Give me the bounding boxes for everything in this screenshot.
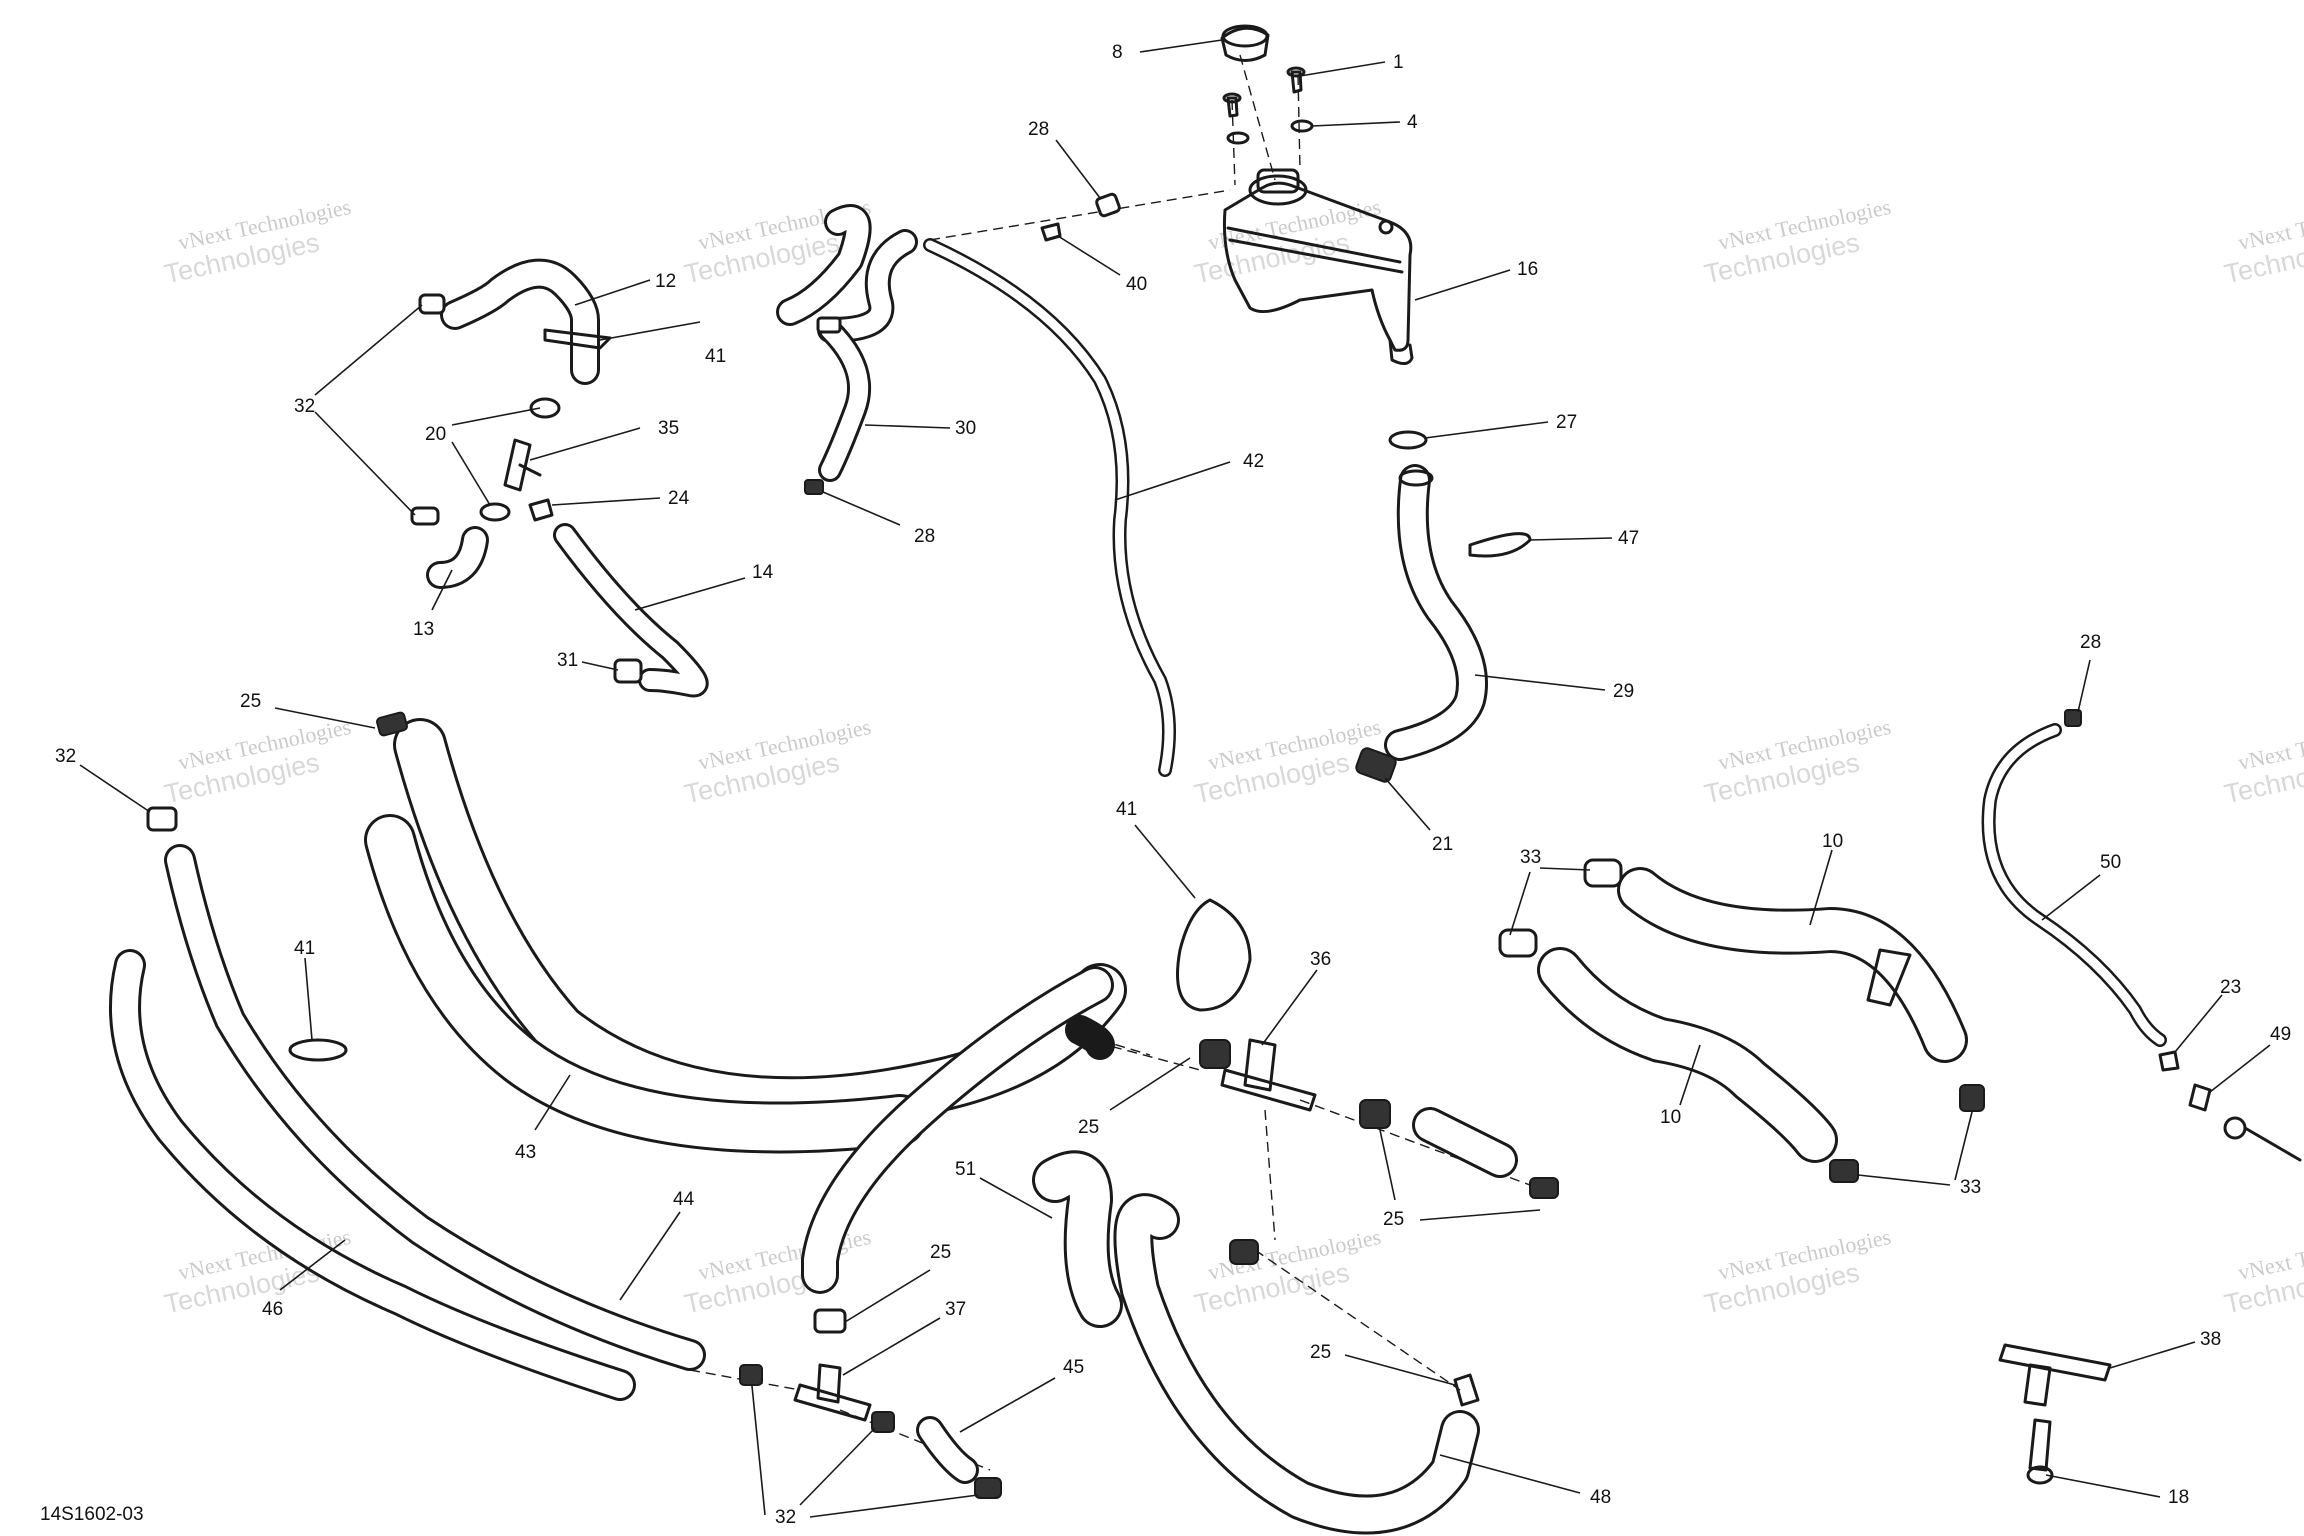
watermarks: vNext Technologies Technologies vNext Te… [162,194,2304,1319]
callout-44: 44 [673,1189,695,1210]
callout-28: 28 [2080,632,2101,653]
screw [1222,92,1242,118]
callout-32: 32 [775,1507,796,1528]
hose-42 [923,238,1176,777]
fitting-18 [2026,1418,2054,1485]
hose-45 [739,1364,1002,1499]
hose-13 [410,506,489,589]
hose-51 [1032,1150,1123,1328]
callout-20: 20 [425,424,446,445]
callout-31: 31 [557,650,578,671]
clamp-21 [1355,747,1397,783]
callout-41: 41 [1116,799,1137,820]
hose-25-short [1412,1107,1559,1199]
callout-28: 28 [914,526,935,547]
callout-1: 1 [1393,52,1404,73]
hose-46 [109,949,636,1401]
callout-14: 14 [752,562,774,583]
callout-12: 12 [655,271,676,292]
clamp-25-center [1199,1039,1391,1265]
callout-4: 4 [1407,112,1418,133]
callout-21: 21 [1432,834,1453,855]
callout-45: 45 [1063,1357,1084,1378]
figure-code: 14S1602-03 [40,1504,144,1525]
callout-43: 43 [515,1142,536,1163]
hose-10-lower [1498,928,1985,1183]
hose-lower-center [801,966,1115,1334]
callout-50: 50 [2100,852,2121,873]
callout-23: 23 [2220,977,2241,998]
callout-25: 25 [1078,1117,1099,1138]
clamp-20 [529,397,561,419]
callout-41: 41 [705,346,726,367]
callout-46: 46 [262,1299,283,1320]
hose-30 [804,316,872,495]
callout-25: 25 [1383,1209,1404,1230]
callout-33: 33 [1520,847,1541,868]
fitting-49 [2188,1083,2302,1162]
callout-28: 28 [1028,119,1049,140]
hose-48 [1113,1193,1480,1535]
callout-40: 40 [1126,274,1147,295]
hose-43 [364,718,1127,1154]
callout-35: 35 [658,418,679,439]
callout-25: 25 [1310,1342,1331,1363]
screw-1 [1286,66,1306,94]
callout-36: 36 [1310,949,1331,970]
callout-24: 24 [668,488,690,509]
hose-29 [1384,464,1488,761]
callout-10: 10 [1660,1107,1681,1128]
clamp-27 [1388,430,1428,450]
tee-fitting-36 [1220,1038,1317,1112]
callout-30: 30 [955,418,976,439]
coolant-reservoir-16 [1222,168,1414,365]
hose-50 [1981,709,2167,1047]
callout-32: 32 [55,746,76,767]
fitting-23 [2158,1050,2180,1072]
radiator-cap-8 [1220,24,1270,62]
callout-48: 48 [1590,1487,1611,1508]
callout-47: 47 [1618,528,1639,549]
callout-18: 18 [2168,1487,2189,1508]
callout-32: 32 [294,396,315,417]
callout-27: 27 [1556,412,1577,433]
callout-33: 33 [1960,1177,1981,1198]
hose-12 [418,258,600,385]
callout-25: 25 [930,1242,951,1263]
clip-40 [1040,222,1062,242]
clamp-24 [479,498,554,522]
callout-49: 49 [2270,1024,2291,1045]
hose-34 [776,204,918,343]
hose-14 [553,523,709,698]
clamp-28-top [1095,192,1121,218]
callout-38: 38 [2200,1329,2221,1350]
tee-fitting-37 [793,1363,872,1422]
callout-37: 37 [945,1299,966,1320]
callout-25: 25 [240,691,261,712]
fitting-35 [503,438,542,492]
hose-44 [146,806,706,1371]
callout-16: 16 [1517,259,1538,280]
strap-47 [1468,532,1532,558]
callout-8: 8 [1112,42,1123,63]
strap-41-top [543,328,612,350]
callout-41: 41 [294,938,315,959]
callout-13: 13 [413,619,434,640]
strap-41-left [288,1038,348,1062]
callout-labels: 8 1 4 28 40 16 12 41 32 20 35 24 [55,39,2291,1528]
callout-51: 51 [955,1159,976,1180]
tee-fitting-38 [1998,1343,2112,1407]
callout-42: 42 [1243,451,1264,472]
callout-10: 10 [1822,831,1843,852]
strap-41-center [1176,898,1252,1012]
hose-10-upper [1583,858,1968,1063]
callout-29: 29 [1613,681,1634,702]
